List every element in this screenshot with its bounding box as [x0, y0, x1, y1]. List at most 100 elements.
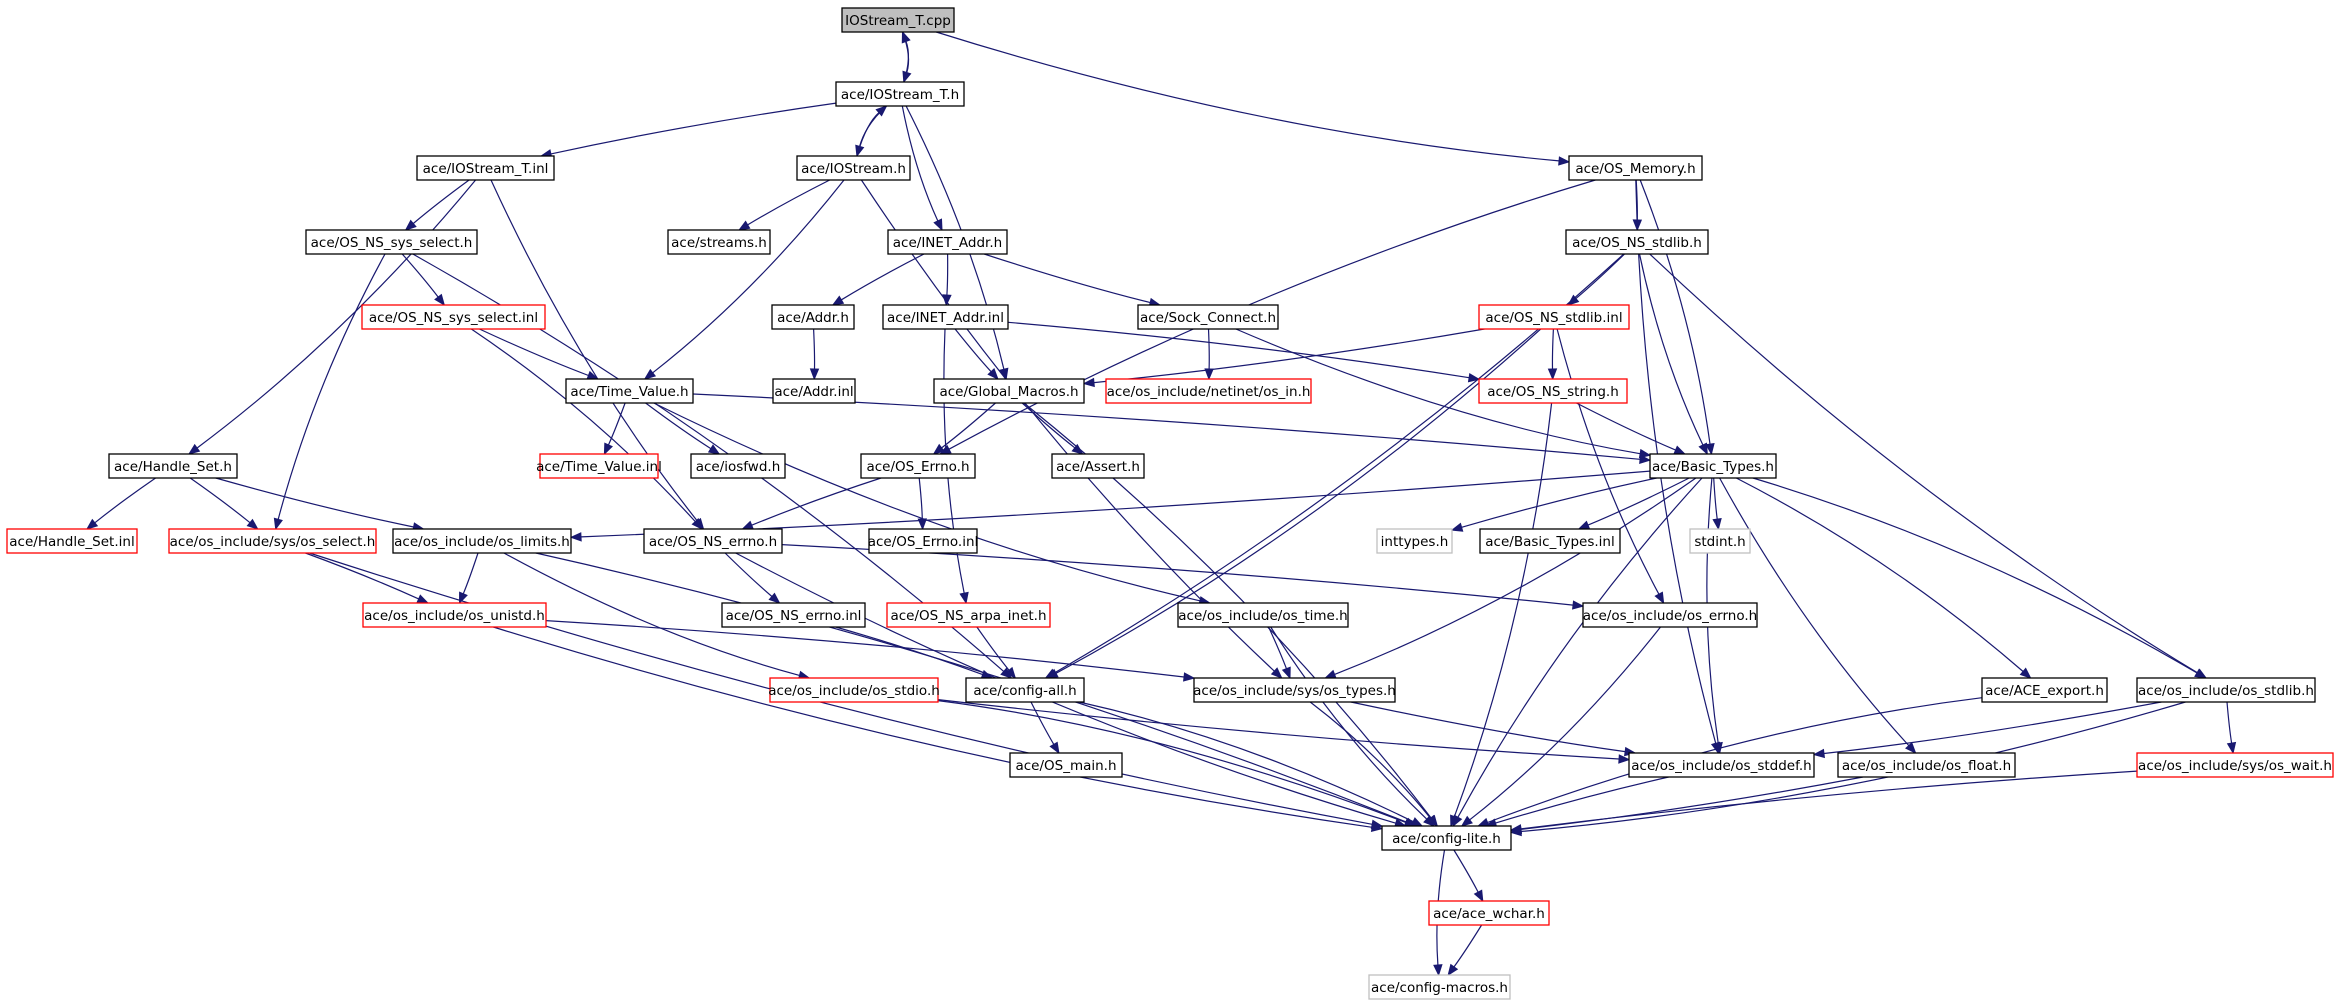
edge-line: [479, 328, 589, 377]
node-time-value-inl[interactable]: ace/Time_Value.inl: [536, 453, 662, 479]
node-basic-types-inl[interactable]: ace/Basic_Types.inl: [1479, 528, 1621, 554]
edge-inet_addr_h-to-sock_connect_h: [984, 253, 1162, 308]
node-os-ns-stdlib-inl[interactable]: ace/OS_NS_stdlib.inl: [1478, 304, 1630, 330]
node-box: [1428, 900, 1550, 926]
node-label: ace/ace_wchar.h: [1433, 906, 1545, 922]
node-sys-os-select-h[interactable]: ace/os_include/sys/os_select.h: [168, 528, 377, 554]
edge-arrowhead: [1558, 156, 1571, 166]
edge-arrowhead: [1812, 748, 1825, 759]
node-ace-export-h[interactable]: ace/ACE_export.h: [1981, 677, 2108, 703]
node-os-stdio-h[interactable]: ace/os_include/os_stdio.h: [768, 677, 940, 703]
node-box: [771, 304, 855, 330]
edge-os_ns_string_h-to-basic_types_h: [1576, 402, 1687, 455]
node-box: [1565, 229, 1709, 255]
edge-basic_types_h-to-os_stdlib_h: [1752, 477, 2207, 679]
node-addr-h[interactable]: ace/Addr.h: [771, 304, 855, 330]
node-os-time-h[interactable]: ace/os_include/os_time.h: [1177, 602, 1349, 628]
node-os-ns-arpa-inet-h[interactable]: ace/OS_NS_arpa_inet.h: [886, 602, 1051, 628]
edge-os_stdio_h-to-os_stddef_h: [937, 699, 1631, 764]
node-iostream-h[interactable]: ace/IOStream.h: [796, 155, 911, 181]
node-os-ns-errno-h[interactable]: ace/OS_NS_errno.h: [643, 528, 783, 554]
edge-handle_set_h-to-handle_set_inl: [85, 477, 156, 530]
node-inet-addr-h[interactable]: ace/INET_Addr.h: [887, 229, 1008, 255]
node-assert-h[interactable]: ace/Assert.h: [1051, 453, 1145, 479]
edge-iostream_h-to-iostream_t_h: [856, 105, 888, 157]
node-time-value-h[interactable]: ace/Time_Value.h: [565, 378, 694, 404]
edge-time_value_h-to-basic_types_h: [692, 393, 1652, 464]
edge-line: [550, 102, 837, 155]
edge-arrowhead: [999, 367, 1009, 381]
node-config-lite-h[interactable]: ace/config-lite.h: [1381, 825, 1512, 851]
node-os-ns-string-h[interactable]: ace/OS_NS_string.h: [1478, 378, 1628, 404]
node-label: ace/IOStream_T.inl: [423, 161, 549, 177]
edge-line: [2226, 701, 2233, 744]
edge-arrowhead: [1270, 667, 1283, 679]
edge-arrowhead: [1204, 368, 1214, 381]
edge-basic_types_h-to-basic_types_inl: [1577, 477, 1690, 530]
node-label: ace/Assert.h: [1056, 459, 1140, 475]
edge-arrowhead: [959, 591, 969, 605]
edge-arrowhead: [1370, 822, 1384, 832]
edge-arrowhead: [1049, 741, 1060, 755]
node-ace-wchar-h[interactable]: ace/ace_wchar.h: [1428, 900, 1550, 926]
edge-line: [493, 626, 1373, 828]
edge-arrowhead: [875, 105, 888, 117]
edge-os_stddef_h-to-config_lite_h: [1484, 776, 1669, 828]
node-os-errno-inl[interactable]: ace/OS_Errno.inl: [868, 528, 979, 554]
node-os-limits-h[interactable]: ace/os_include/os_limits.h: [392, 528, 572, 554]
node-iostream-t-h[interactable]: ace/IOStream_T.h: [835, 81, 965, 107]
node-iostream-t-inl[interactable]: ace/IOStream_T.inl: [416, 155, 555, 181]
edge-line: [1495, 776, 1669, 824]
node-handle-set-inl[interactable]: ace/Handle_Set.inl: [6, 528, 138, 554]
node-os-stddef-h[interactable]: ace/os_include/os_stddef.h: [1628, 752, 1815, 778]
node-inet-addr-inl[interactable]: ace/INET_Addr.inl: [882, 304, 1009, 330]
node-label: ace/OS_NS_sys_select.h: [311, 235, 473, 251]
node-sock-connect-h[interactable]: ace/Sock_Connect.h: [1137, 304, 1279, 330]
node-label: ace/Addr.h: [777, 310, 849, 326]
edge-os_ns_stdlib_inl-to-global_macros_h: [1082, 328, 1485, 388]
node-iosfwd-h[interactable]: ace/iosfwd.h: [690, 453, 786, 479]
edge-line: [1556, 328, 1660, 595]
node-label: ace/Addr.inl: [774, 384, 853, 400]
edge-line: [215, 477, 414, 528]
node-os-ns-sys-select-h[interactable]: ace/OS_NS_sys_select.h: [305, 229, 478, 255]
node-os-memory-h[interactable]: ace/OS_Memory.h: [1568, 155, 1703, 181]
node-os-unistd-h[interactable]: ace/os_include/os_unistd.h: [362, 602, 547, 628]
edge-arrowhead: [1005, 666, 1017, 680]
node-label: ace/Global_Macros.h: [939, 384, 1078, 400]
node-os-errno-h[interactable]: ace/OS_Errno.h: [860, 453, 976, 479]
edge-os_ns_errno_inl-to-config_all_h: [835, 626, 994, 679]
node-box: [539, 453, 659, 479]
edge-iostream_t_cpp-to-os_memory_h: [936, 31, 1571, 166]
edge-line: [1469, 626, 1661, 821]
edge-iostream_t_h-to-iostream_t_inl: [539, 102, 837, 159]
edge-basic_types_h-to-sys_os_types_h: [1324, 477, 1697, 679]
node-sys-os-wait-h[interactable]: ace/os_include/sys/os_wait.h: [2136, 752, 2334, 778]
edge-inet_addr_h-to-addr_h: [831, 253, 925, 306]
node-sys-os-types-h[interactable]: ace/os_include/sys/os_types.h: [1193, 677, 1396, 703]
edge-arrowhead: [1905, 742, 1917, 754]
node-addr-inl[interactable]: ace/Addr.inl: [772, 378, 856, 404]
node-os-ns-sys-select-inl[interactable]: ace/OS_NS_sys_select.inl: [361, 304, 546, 330]
node-label: ace/OS_Errno.inl: [868, 534, 979, 550]
node-os-stdlib-h[interactable]: ace/os_include/os_stdlib.h: [2136, 677, 2316, 703]
node-config-all-h[interactable]: ace/config-all.h: [965, 677, 1085, 703]
node-label: stdint.h: [1694, 534, 1745, 550]
node-os-ns-stdlib-h[interactable]: ace/OS_NS_stdlib.h: [1565, 229, 1709, 255]
edge-line: [1207, 328, 1210, 370]
node-os-errno-hdr-h[interactable]: ace/os_include/os_errno.h: [1582, 602, 1758, 628]
node-global-macros-h[interactable]: ace/Global_Macros.h: [933, 378, 1085, 404]
node-os-main-h[interactable]: ace/OS_main.h: [1009, 752, 1123, 778]
node-label: ace/Sock_Connect.h: [1140, 310, 1276, 326]
node-streams-h[interactable]: ace/streams.h: [667, 229, 771, 255]
edge-iostream_t_inl-to-os_ns_sys_select_h: [404, 179, 470, 231]
node-basic-types-h[interactable]: ace/Basic_Types.h: [1649, 453, 1777, 479]
node-os-float-h[interactable]: ace/os_include/os_float.h: [1837, 752, 2016, 778]
node-label: ace/os_include/os_stddef.h: [1631, 758, 1811, 774]
node-os-ns-errno-inl[interactable]: ace/OS_NS_errno.inl: [721, 602, 866, 628]
node-handle-set-h[interactable]: ace/Handle_Set.h: [108, 453, 238, 479]
edge-arrowhead: [1281, 666, 1291, 680]
edge-global_macros_h-to-os_errno_h: [932, 402, 996, 455]
edge-line: [941, 402, 996, 449]
node-netinet-os-in-h[interactable]: ace/os_include/netinet/os_in.h: [1105, 378, 1312, 404]
